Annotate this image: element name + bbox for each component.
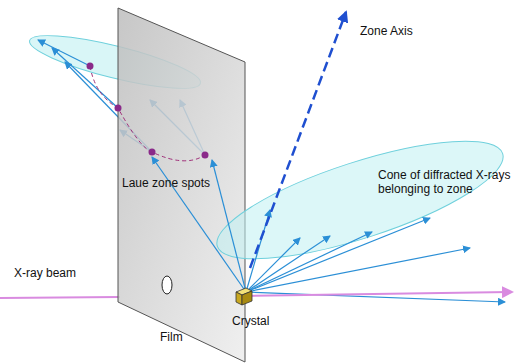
cone-label: Cone of diffracted X-rays belonging to z… — [378, 168, 512, 196]
zone-axis-label: Zone Axis — [360, 24, 450, 38]
film-label: Film — [160, 330, 220, 344]
beam-label: X-ray beam — [14, 266, 104, 280]
crystal-label: Crystal — [232, 314, 302, 328]
spots-label: Laue zone spots — [122, 176, 232, 190]
